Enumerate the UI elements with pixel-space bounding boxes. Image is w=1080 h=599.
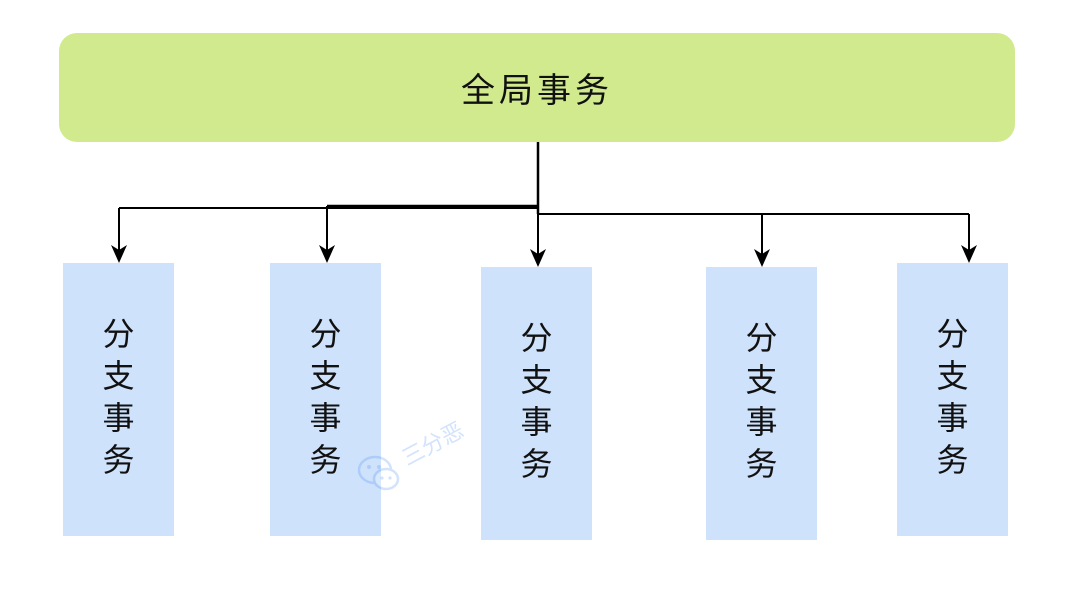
branch-transaction-node-1: 分支事务	[63, 263, 174, 536]
arrowhead-branch-4	[754, 249, 770, 267]
watermark-text: 三分恶	[398, 418, 469, 472]
arrowhead-branch-2	[319, 245, 335, 263]
branch-label-char: 务	[309, 440, 342, 479]
global-transaction-node: 全局事务	[59, 33, 1015, 142]
branch-label-char: 支	[309, 356, 342, 395]
arrowhead-branch-1	[111, 245, 127, 263]
branch-label-char: 分	[520, 318, 553, 357]
branch-label-char: 务	[936, 440, 969, 479]
branch-transaction-label: 分支事务	[936, 313, 968, 481]
branch-transaction-label: 分支事务	[745, 317, 777, 485]
branch-label-char: 事	[745, 402, 778, 441]
arrowhead-branch-5	[961, 245, 977, 263]
branch-transaction-label: 分支事务	[520, 317, 552, 485]
branch-label-char: 分	[936, 314, 969, 353]
wechat-icon	[357, 455, 400, 491]
branch-label-char: 事	[309, 398, 342, 437]
branch-label-char: 支	[520, 360, 553, 399]
branch-transaction-node-2: 分支事务	[270, 263, 381, 536]
branch-transaction-node-3: 分支事务	[481, 267, 592, 540]
global-transaction-label: 全局事务	[461, 71, 613, 111]
branch-label-char: 支	[936, 356, 969, 395]
arrowhead-branch-3	[530, 249, 546, 267]
branch-transaction-node-4: 分支事务	[706, 267, 817, 540]
branch-label-char: 务	[745, 444, 778, 483]
branch-label-char: 支	[745, 360, 778, 399]
branch-label-char: 事	[936, 398, 969, 437]
branch-label-char: 分	[102, 314, 135, 353]
branch-label-char: 支	[102, 356, 135, 395]
branch-label-char: 分	[309, 314, 342, 353]
watermark: 三分恶	[355, 418, 515, 500]
branch-label-char: 分	[745, 318, 778, 357]
branch-label-char: 事	[102, 398, 135, 437]
branch-label-char: 务	[102, 440, 135, 479]
branch-transaction-label: 分支事务	[309, 313, 341, 481]
branch-label-char: 事	[520, 402, 553, 441]
branch-transaction-label: 分支事务	[102, 313, 134, 481]
branch-transaction-node-5: 分支事务	[897, 263, 1008, 536]
branch-label-char: 务	[520, 444, 553, 483]
